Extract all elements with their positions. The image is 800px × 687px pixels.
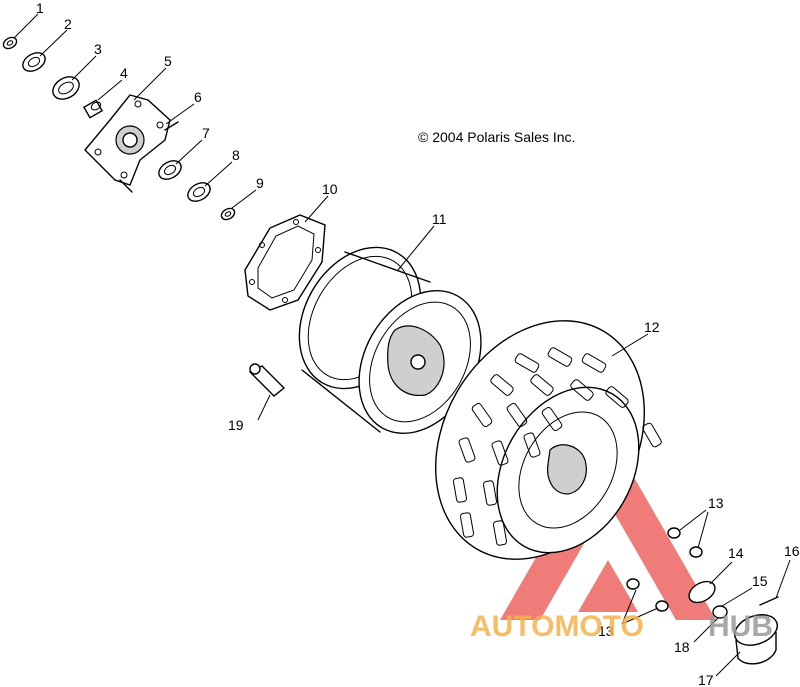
callout-11: 11 (432, 211, 447, 227)
part-1-nut (2, 36, 18, 50)
callout-4: 4 (120, 65, 128, 81)
callout-8: 8 (232, 147, 240, 163)
callout-15: 15 (752, 573, 768, 589)
callout-5: 5 (164, 53, 172, 69)
part-17-hub-cap (734, 614, 778, 665)
part-19-valve-stem (248, 363, 286, 397)
callout-3: 3 (94, 41, 102, 57)
watermark-text: AUTOMOTO HUB (470, 610, 773, 643)
leader-lines (13, 13, 791, 677)
part-7-bearing (158, 160, 182, 180)
callout-10: 10 (322, 181, 338, 197)
callout-17: 17 (698, 672, 714, 687)
callout-7: 7 (202, 125, 210, 141)
part-9-nut (220, 207, 236, 221)
callout-12: 12 (644, 319, 660, 335)
part-18-nut (712, 605, 728, 619)
part-10-gasket (244, 214, 326, 311)
watermark-logo (500, 432, 716, 620)
copyright-text: © 2004 Polaris Sales Inc. (418, 129, 575, 145)
callout-labels: 1 2 3 4 5 6 7 8 9 10 11 12 13 13 14 15 1… (36, 0, 800, 687)
part-3-bearing (52, 76, 80, 100)
part-13-lug-nuts (626, 527, 703, 612)
callout-9: 9 (256, 175, 264, 191)
part-2-seal (22, 52, 46, 72)
callout-13-upper: 13 (708, 495, 724, 511)
part-8-seal (187, 182, 211, 202)
part-14-washer (688, 580, 716, 604)
callout-2: 2 (64, 16, 72, 32)
watermark-text-orange: AUTOMOTO (470, 610, 644, 643)
part-4-spacer (82, 99, 104, 119)
callout-1: 1 (36, 0, 44, 16)
part-5-hub (84, 94, 179, 193)
watermark-text-gray: HUB (708, 610, 773, 643)
callout-14: 14 (728, 545, 744, 561)
part-16-cotter-pin (759, 596, 779, 606)
callout-13-lower: 13 (598, 623, 614, 639)
part-12-tire (434, 320, 662, 560)
callout-16: 16 (784, 543, 800, 559)
callout-18: 18 (674, 639, 690, 655)
callout-6: 6 (194, 89, 202, 105)
callout-19: 19 (228, 417, 244, 433)
